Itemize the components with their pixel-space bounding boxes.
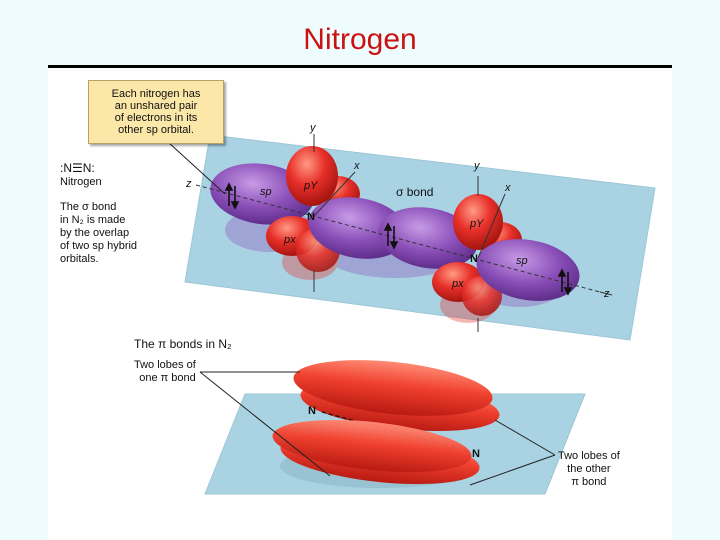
left-px-label: px: [284, 234, 296, 246]
pi-lower-front-lobe: [272, 419, 472, 473]
pi-top-n-label: N: [308, 405, 316, 417]
left-n-label: N: [307, 211, 315, 223]
left-py-label: pY: [304, 180, 318, 192]
right-x-axis: [477, 193, 506, 259]
pi-heading: The π bonds in N₂: [134, 337, 232, 351]
left-x-label: x: [354, 160, 360, 172]
left-py-lobe: [286, 146, 338, 206]
slide-title: Nitrogen: [303, 23, 417, 56]
axes: [195, 134, 613, 332]
right-n-label: N: [470, 253, 478, 265]
left-y-label: y: [310, 122, 316, 134]
right-py-lobe: [453, 194, 503, 250]
lewis-structure: :N☰N:: [60, 161, 95, 175]
electron-pair-arrows: [224, 182, 573, 296]
right-py-label: pY: [470, 218, 484, 230]
sigma-right-lobe: [378, 207, 478, 269]
right-sp-label: sp: [516, 255, 528, 267]
right-x-label: x: [505, 182, 511, 194]
sigma-bond-overlap: [308, 197, 478, 269]
right-y-label: y: [474, 160, 480, 172]
pi-leaders: [199, 371, 556, 486]
callout-text: Each nitrogen has an unshared pair of el…: [111, 88, 201, 136]
pi-bond-lobes: [272, 360, 500, 488]
pi-lobes-other-label: Two lobes of the other π bond: [558, 450, 620, 488]
pi-bottom-n-label: N: [472, 448, 480, 460]
right-px-label: px: [452, 278, 464, 290]
right-sp-lobe: [476, 239, 580, 301]
title-divider: [48, 65, 672, 68]
pi-lobes-one-label: Two lobes of one π bond: [134, 359, 196, 384]
unshared-pair-callout: Each nitrogen has an unshared pair of el…: [88, 80, 224, 144]
sigma-note: The σ bond in N₂ is made by the overlap …: [60, 201, 138, 265]
molecule-name: Nitrogen: [60, 176, 102, 188]
sigma-bond-label: σ bond: [396, 185, 434, 199]
callout-leader: [167, 141, 226, 195]
left-z-label: z: [186, 178, 192, 190]
pi-upper-front-lobe: [293, 360, 493, 416]
right-z-label: z: [604, 288, 610, 300]
left-sp-label: sp: [260, 186, 272, 198]
left-x-axis: [313, 171, 356, 217]
